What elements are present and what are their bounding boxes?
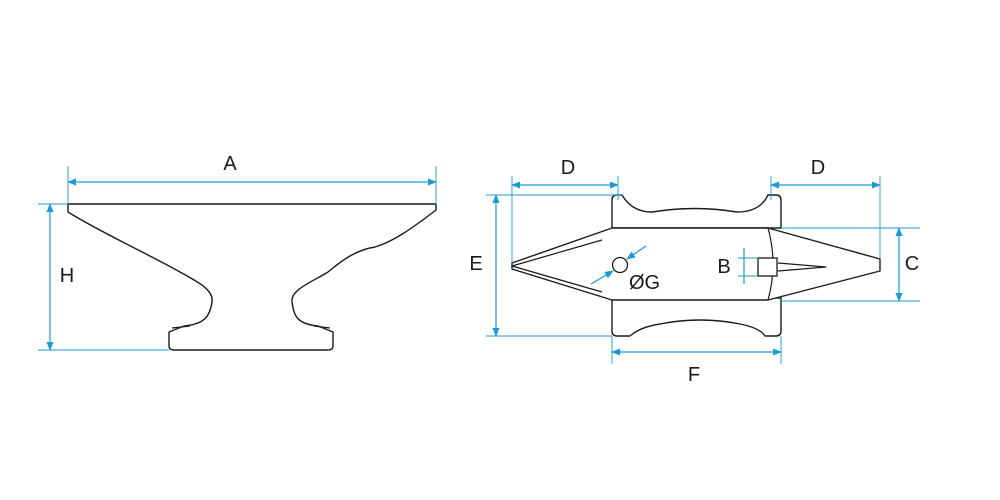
dim-g-arrow-lower: [590, 270, 614, 285]
dim-a-label: A: [223, 153, 237, 175]
dim-d-right-label: D: [811, 157, 825, 179]
dim-e-label: E: [469, 253, 482, 275]
anvil-side-view: A H: [38, 153, 437, 351]
dim-f-label: F: [688, 364, 700, 386]
anvil-top-body-outline: [511, 227, 881, 301]
dim-c-label: C: [905, 253, 919, 275]
anvil-top-view: D D E C B ØG F: [469, 157, 920, 386]
dim-g-arrow-upper: [626, 245, 647, 260]
dim-b-label: B: [717, 256, 730, 278]
hardy-hole: [757, 257, 778, 277]
anvil-side-foot-notch-left: [171, 325, 191, 329]
anvil-side-foot-notch-right: [313, 325, 331, 329]
anvil-top-slot: [777, 262, 827, 272]
anvil-side-outline: [67, 203, 437, 351]
dim-g-label: ØG: [629, 272, 660, 294]
anvil-top-horn-ridge: [511, 239, 603, 293]
dim-d-left-label: D: [561, 157, 575, 179]
anvil-top-foot-upper: [611, 194, 782, 229]
pritchel-hole: [611, 256, 629, 274]
dim-h-label: H: [60, 265, 74, 287]
anvil-top-foot-lower: [611, 297, 782, 337]
